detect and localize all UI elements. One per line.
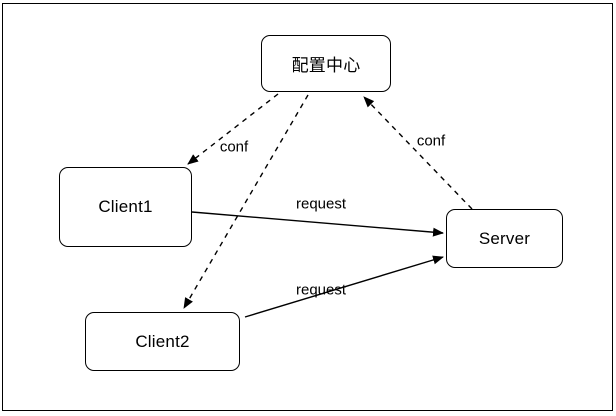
edge-client2-to-server — [244, 255, 444, 318]
node-client2: Client2 — [85, 312, 240, 371]
edge-server-to-config — [363, 96, 473, 210]
node-server-label: Server — [478, 228, 531, 248]
node-client1: Client1 — [59, 167, 192, 247]
node-client2-label: Client2 — [135, 331, 190, 351]
edge-label-conf-server: conf — [416, 132, 446, 150]
edge-label-request-client1: request — [295, 195, 347, 213]
node-client1-label: Client1 — [98, 197, 153, 216]
node-config-center-label: 配置中心 — [291, 56, 361, 75]
edge-label-conf-client1: conf — [219, 138, 249, 156]
node-server: Server — [446, 209, 563, 268]
edge-client1-to-server — [191, 211, 444, 237]
edge-label-request-client2: request — [295, 281, 347, 299]
node-config-center: 配置中心 — [261, 35, 391, 92]
edge-config-to-client2 — [183, 94, 309, 309]
